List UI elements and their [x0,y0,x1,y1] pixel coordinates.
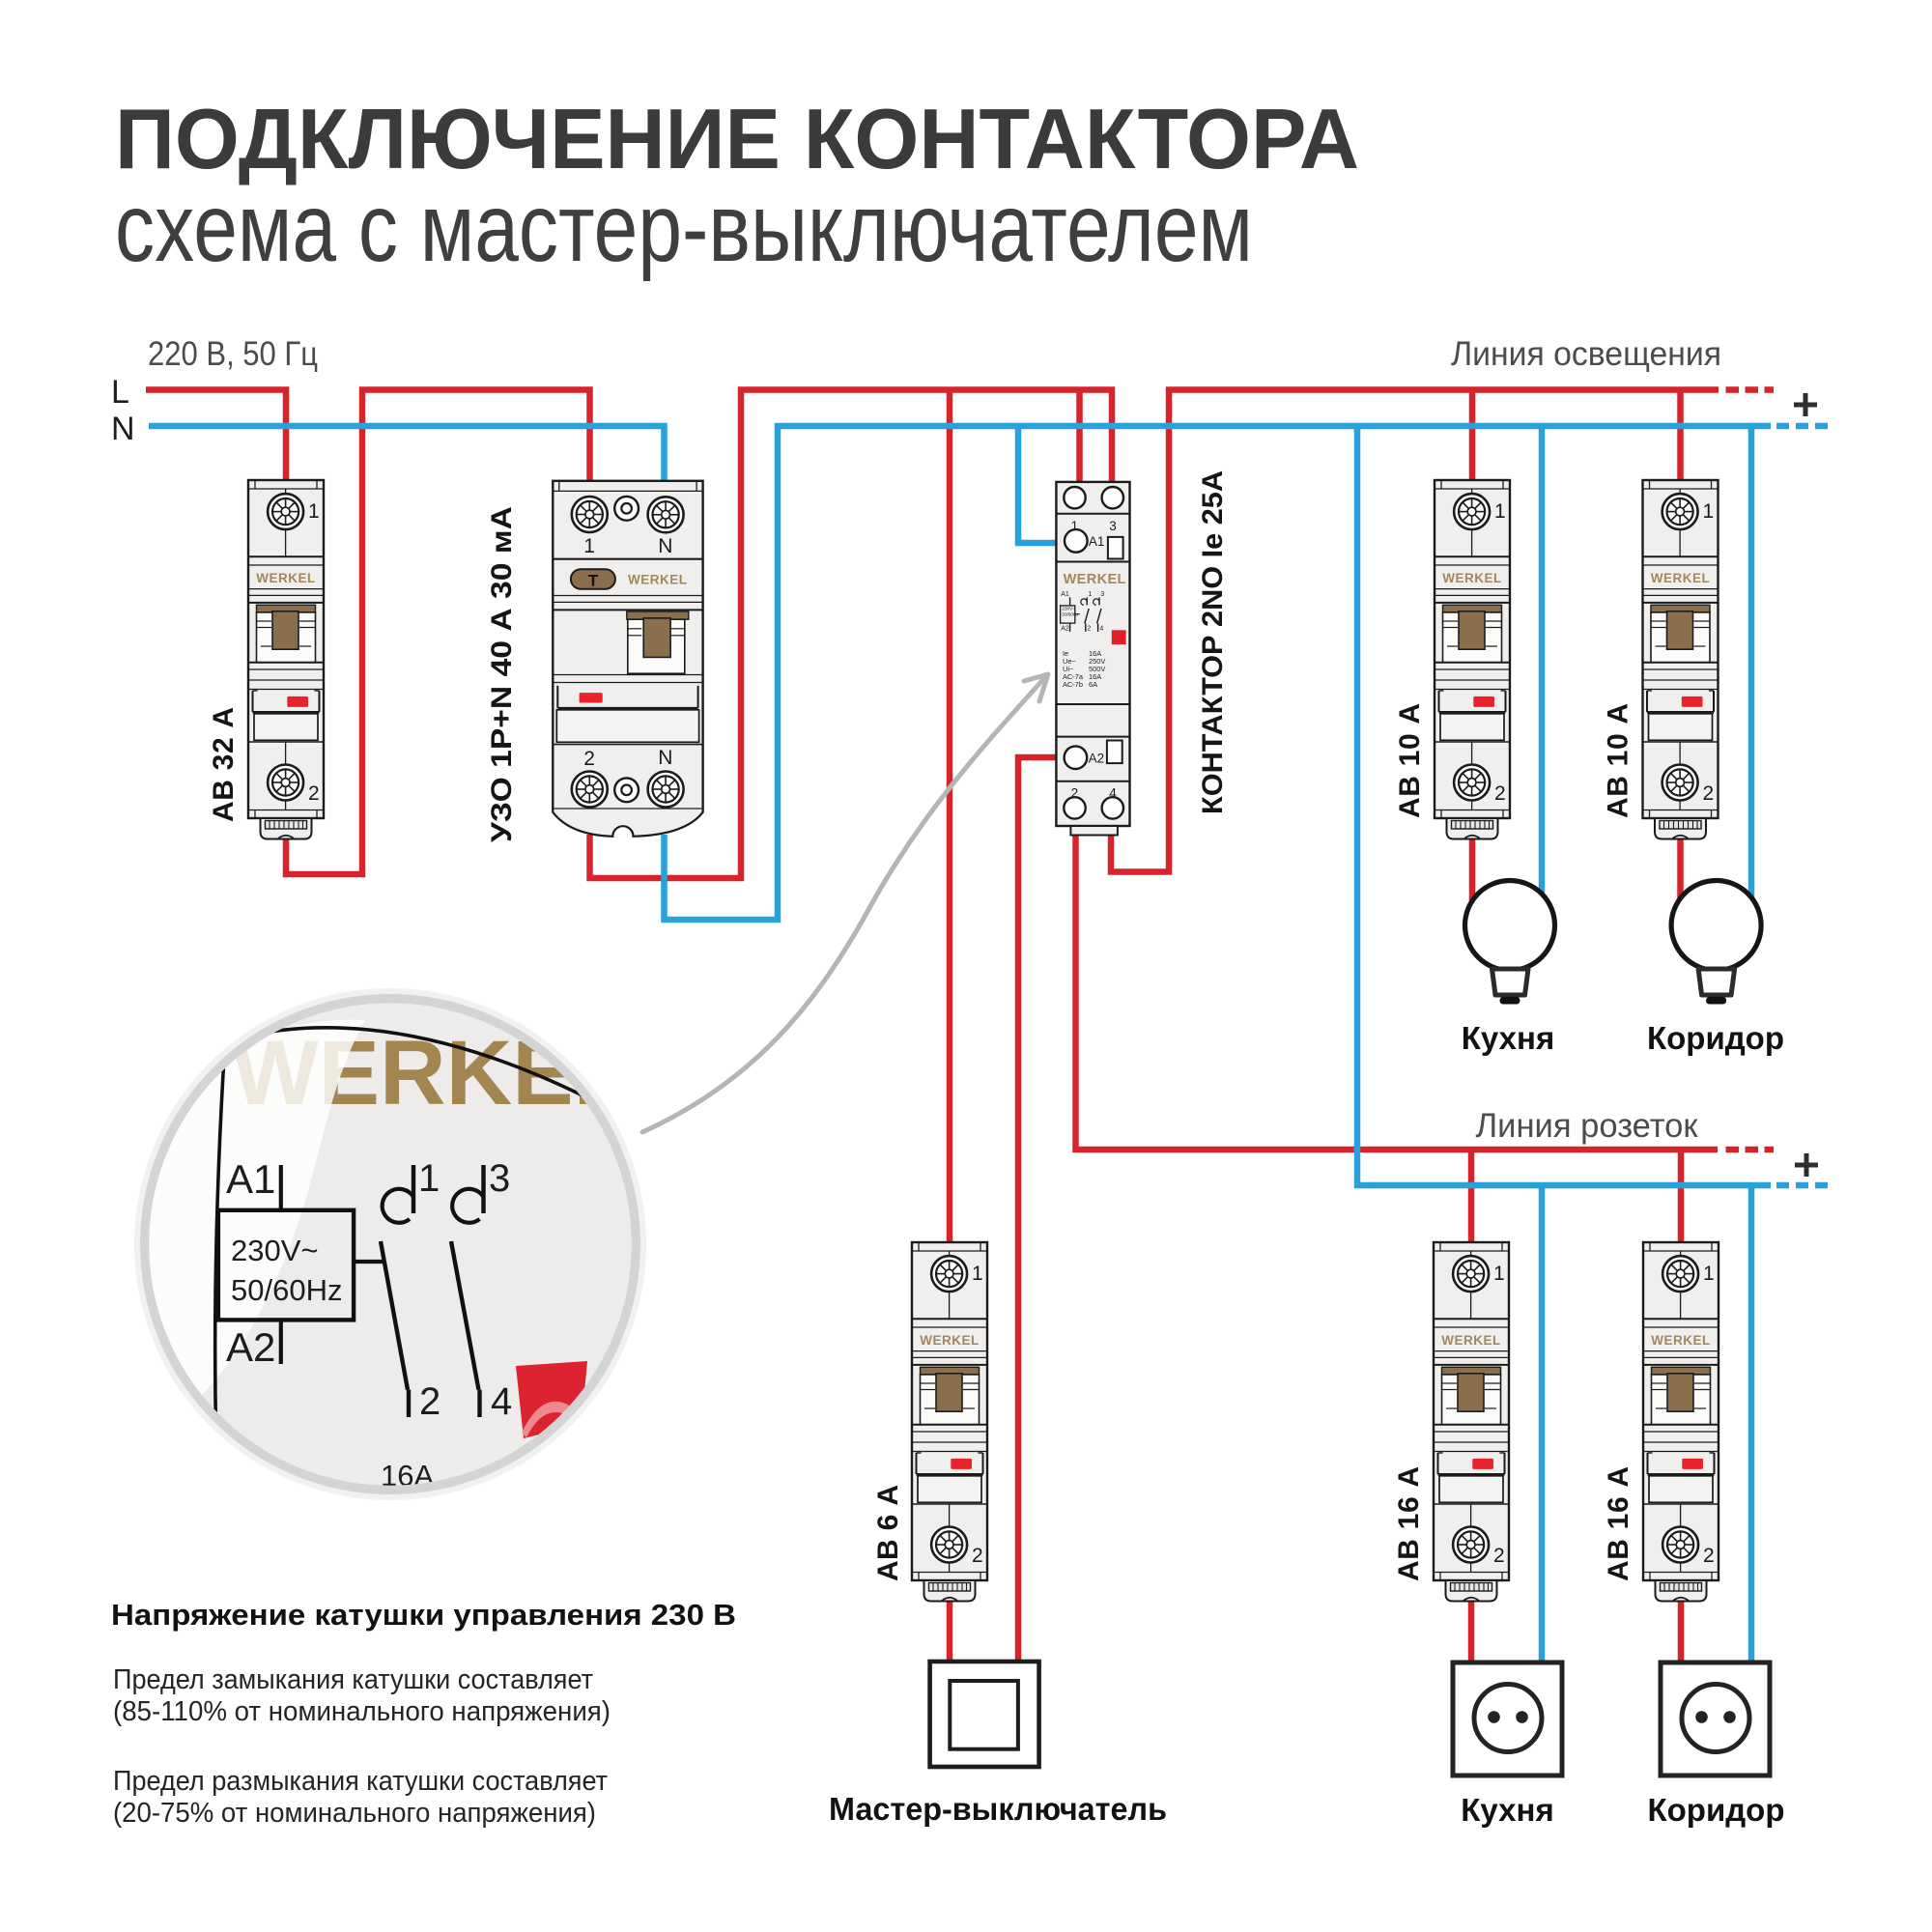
svg-text:(20-75% от номинального напряж: (20-75% от номинального напряжения) [113,1798,596,1829]
svg-text:220 В, 50 Гц: 220 В, 50 Гц [148,335,318,373]
svg-text:АВ 10 А: АВ 10 А [1603,703,1634,818]
svg-text:N: N [111,411,135,447]
svg-text:L: L [111,374,129,411]
svg-text:Линия освещения: Линия освещения [1451,335,1721,373]
svg-text:3: 3 [489,1157,510,1200]
svg-text:ПОДКЛЮЧЕНИЕ КОНТАКТОРА: ПОДКЛЮЧЕНИЕ КОНТАКТОРА [115,91,1359,186]
svg-text:Коридор: Коридор [1647,1792,1784,1828]
svg-text:Кухня: Кухня [1462,1020,1554,1056]
svg-text:A1: A1 [226,1156,275,1202]
svg-text:4: 4 [491,1380,512,1423]
svg-text:A2: A2 [226,1324,275,1370]
svg-text:Линия розеток: Линия розеток [1476,1107,1699,1145]
svg-text:16A: 16A [381,1459,434,1492]
svg-text:Мастер-выключатель: Мастер-выключатель [829,1791,1167,1827]
svg-text:50/60Hz: 50/60Hz [231,1273,342,1307]
svg-text:Предел замыкания катушки соста: Предел замыкания катушки составляет [113,1664,593,1695]
svg-text:Кухня: Кухня [1461,1792,1553,1828]
svg-text:АВ 16 А: АВ 16 А [1393,1466,1425,1581]
svg-text:Напряжение катушки управления: Напряжение катушки управления 230 В [111,1599,736,1632]
svg-text:Коридор: Коридор [1647,1020,1784,1056]
svg-text:2: 2 [419,1380,440,1423]
svg-text:Предел размыкания катушки сост: Предел размыкания катушки составляет [113,1766,608,1797]
svg-text:АВ 32 А: АВ 32 А [208,707,240,822]
svg-text:АВ 16 А: АВ 16 А [1603,1466,1634,1581]
svg-text:КОНТАКТОР 2NO Ie 25А: КОНТАКТОР 2NO Ie 25А [1197,470,1229,814]
svg-text:УЗО 1P+N 40 А 30 мА: УЗО 1P+N 40 А 30 мА [486,506,518,842]
svg-text:схема с мастер-выключателем: схема с мастер-выключателем [115,174,1253,282]
svg-text:230V~: 230V~ [231,1234,319,1267]
svg-text:1: 1 [418,1157,440,1200]
svg-text:АВ 10 А: АВ 10 А [1394,703,1426,818]
svg-text:АВ 6 А: АВ 6 А [872,1485,904,1581]
svg-text:(85-110% от номинального напря: (85-110% от номинального напряжения) [113,1696,611,1727]
